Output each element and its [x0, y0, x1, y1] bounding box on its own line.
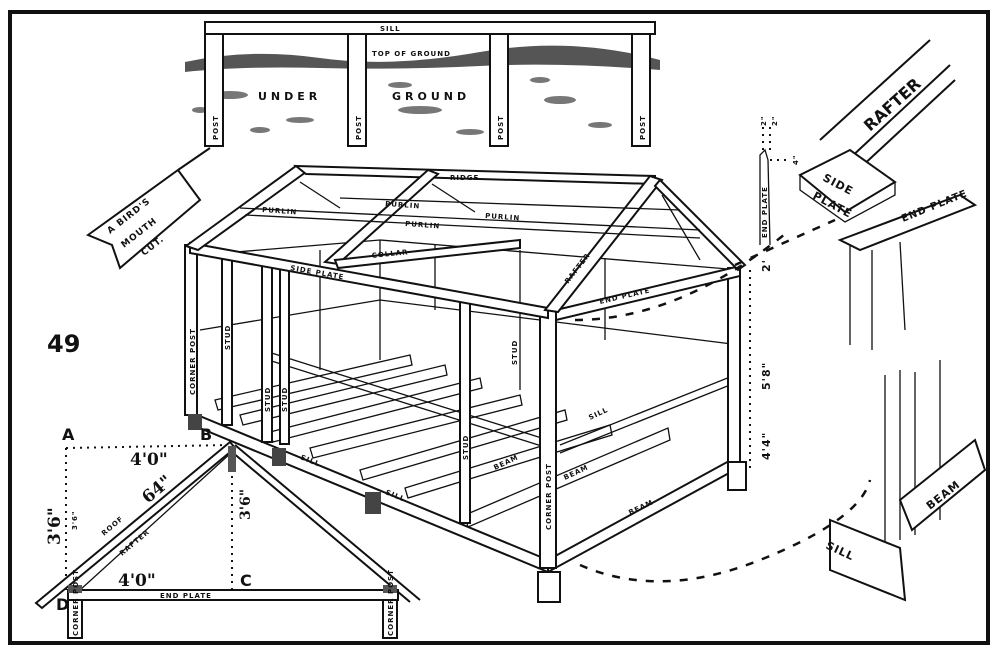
- corner-post-label: CORNER POST: [189, 328, 197, 395]
- point-b: B: [200, 425, 212, 444]
- stud-label: STUD: [281, 387, 289, 412]
- corner-post-left-label: CORNER POST: [72, 569, 80, 636]
- house-frame: RIDGE PURLIN PURLIN PURLIN PURLIN COLLAR…: [183, 164, 773, 603]
- purlin-label: PURLIN: [405, 220, 441, 230]
- rise-left-dim: 3'6": [45, 507, 65, 545]
- post-label: POST: [639, 115, 647, 140]
- purlin-label: PURLIN: [262, 206, 298, 216]
- stud-label: STUD: [224, 325, 232, 350]
- under-label: UNDER: [258, 90, 321, 103]
- beam-label: BEAM: [492, 453, 519, 471]
- dim-2in: 2": [760, 115, 768, 126]
- point-c: C: [240, 571, 252, 590]
- figure-number: 49: [47, 330, 80, 358]
- corner-post-front-label: CORNER POST: [545, 463, 553, 530]
- post-label: POST: [497, 115, 505, 140]
- beam-label: BEAM: [562, 463, 589, 481]
- dim-5-8: 5'8": [760, 362, 773, 390]
- collar-label: COLLAR: [371, 248, 408, 260]
- run-top-dim: 4'0": [130, 450, 168, 470]
- purlin-label: PURLIN: [485, 212, 521, 222]
- dashed-arrow: [579, 479, 872, 583]
- dim-2in: 2": [771, 115, 779, 126]
- purlin-label: PURLIN: [385, 200, 421, 210]
- point-a: A: [62, 425, 75, 444]
- dashed-arrow: [574, 229, 791, 322]
- stud-label: STUD: [462, 435, 470, 460]
- rafter-detail-label: RAFTER: [860, 74, 925, 135]
- rafter-plate-detail: RAFTER SIDE PLATE END PLATE: [798, 39, 978, 350]
- rise-left-small-dim: 3'6": [71, 510, 79, 530]
- end-plate-detail-label: END PLATE: [761, 186, 769, 238]
- dim-4in: 4": [792, 154, 800, 165]
- ground-sill-label: SILL: [380, 25, 401, 33]
- ridge-label: RIDGE: [450, 174, 479, 182]
- point-d: D: [56, 595, 69, 614]
- top-of-ground-label: TOP OF GROUND: [372, 50, 451, 58]
- post-label: POST: [212, 115, 220, 140]
- ground-section: SILL TOP OF GROUND UNDER GROUND POST POS…: [185, 21, 660, 147]
- end-plate-detail: END PLATE 2" 2" 4": [759, 115, 800, 246]
- rafter-diagram: A B C D 4'0" 4'0" 64" 3'6" 3'6" 3'6" ROO…: [34, 425, 421, 639]
- stud-label: STUD: [511, 340, 519, 365]
- run-bottom-dim: 4'0": [118, 571, 156, 591]
- stud-label: STUD: [264, 387, 272, 412]
- ground-label: GROUND: [392, 90, 470, 103]
- corner-post-right-label: CORNER POST: [387, 569, 395, 636]
- sill-right-label: SILL: [587, 406, 609, 422]
- rise-center-dim: 3'6": [238, 489, 254, 520]
- dim-4-4: 4'4": [760, 432, 773, 460]
- birds-mouth-line3: CUT.: [140, 234, 167, 258]
- end-plate-label: END PLATE: [160, 592, 212, 600]
- dim-2ft: 2': [760, 259, 773, 272]
- sill-beam-detail: SILL BEAM: [824, 360, 987, 602]
- dashed-arrow: [734, 218, 836, 267]
- post-label: POST: [355, 115, 363, 140]
- figure-border: [8, 10, 990, 645]
